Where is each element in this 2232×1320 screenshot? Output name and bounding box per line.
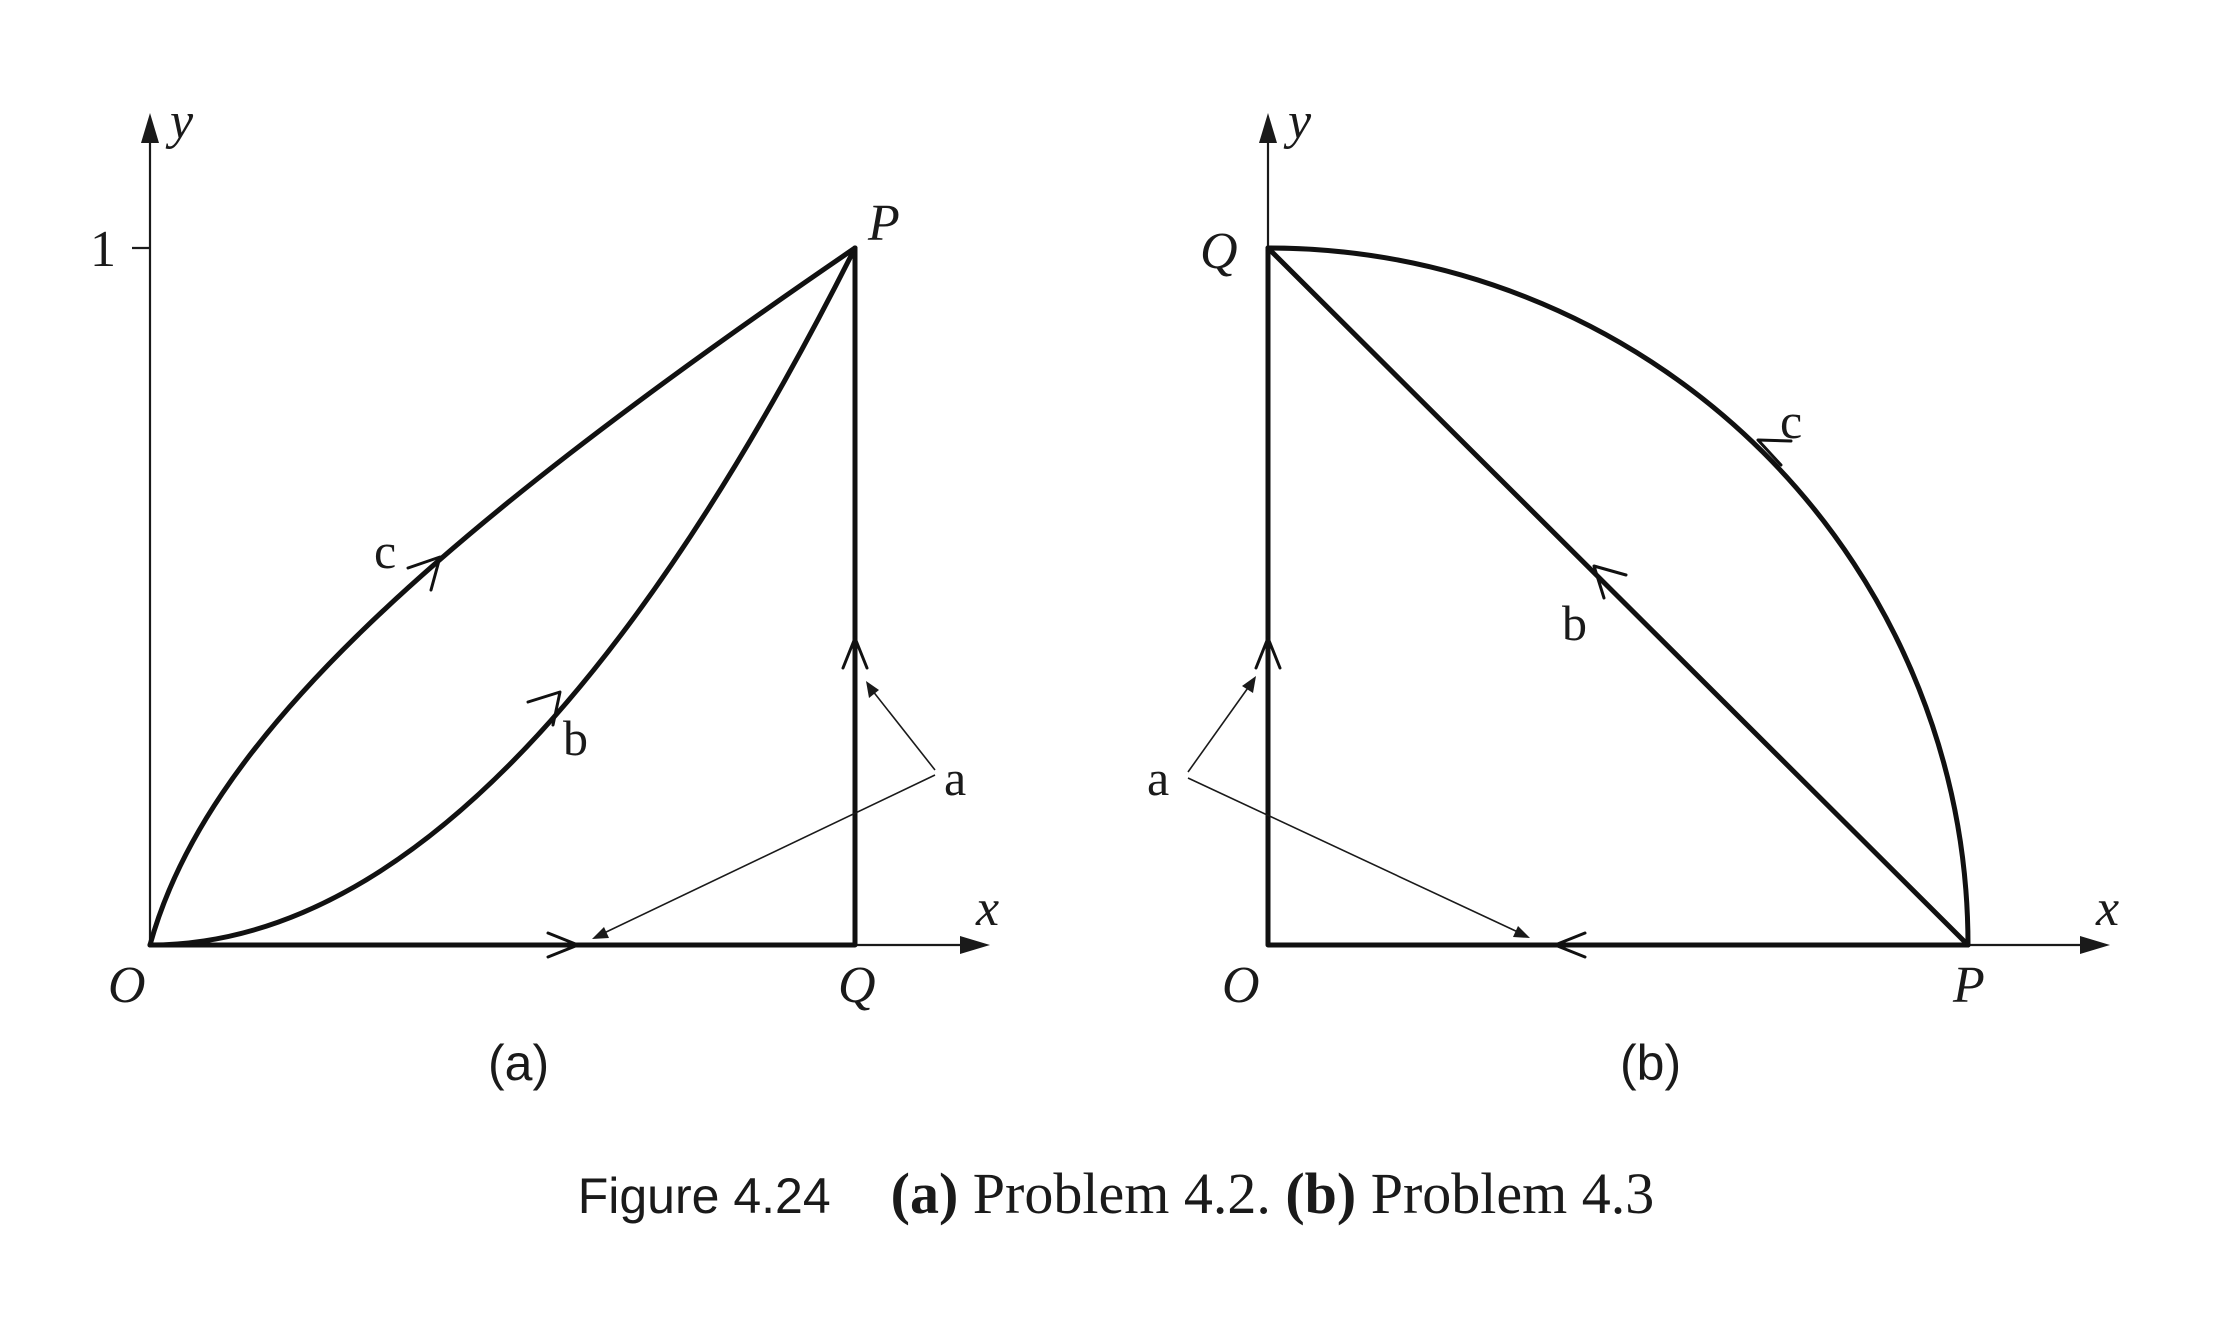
panel-a-path-a [147, 245, 858, 948]
panel-b-leader-to-vertical-arrowhead [1242, 676, 1256, 693]
panel-b-path-b [1265, 245, 1971, 948]
panel-b-path-a [1265, 245, 1971, 948]
caption-b-marker: (b) [1285, 1161, 1357, 1226]
caption-a-marker: (a) [890, 1161, 959, 1226]
panel-b-x-axis-arrowhead [2080, 936, 2110, 954]
panel-a-path-a-vertical-arrow [841, 636, 869, 670]
panel-a-x-axis-arrowhead [960, 936, 990, 954]
panel-b-path-b-arrow [1592, 564, 1628, 600]
panel-b-point-q-label: Q [1200, 223, 1238, 280]
caption-text: (a) Problem 4.2. (b) Problem 4.3 [891, 1161, 1655, 1226]
panel-b-sublabel: (b) [1620, 1035, 1681, 1091]
panel-b-leader-to-horizontal-arrowhead [1513, 926, 1530, 938]
panel-b-point-p-label: P [1952, 957, 1985, 1014]
panel-a-path-b-label: b [563, 710, 588, 766]
panel-a-point-q-label: Q [838, 957, 876, 1014]
panel-a-tick-1-label: 1 [90, 221, 116, 278]
panel-a-leader-to-vertical-arrowhead [866, 681, 879, 698]
panel-a-point-p-label: P [867, 195, 900, 252]
caption-b-text: Problem 4.3 [1356, 1161, 1655, 1226]
panel-a-path-b-arrow [526, 690, 562, 727]
panel-a-axis-y-label: y [165, 93, 194, 150]
panel-b: y x Q O P a b c (b) [1147, 93, 2119, 1091]
panel-b-path-a-vertical-arrow [1254, 636, 1282, 670]
panel-a-path-c-arrow [406, 555, 442, 592]
figure-caption: Figure 4.24 (a) Problem 4.2. (b) Problem … [0, 1160, 2232, 1227]
panel-a-leader-to-horizontal-arrowhead [592, 927, 609, 939]
panel-a-path-c-label: c [374, 523, 396, 579]
panel-b-y-axis-arrowhead [1259, 113, 1277, 143]
panel-b-point-o-label: O [1222, 957, 1260, 1014]
panel-b-leader-to-vertical [1187, 684, 1251, 773]
panel-a-path-b [147, 245, 858, 948]
panel-b-path-c-arrow [1756, 438, 1793, 467]
panel-b-path-a-label: a [1147, 750, 1169, 806]
panel-b-axis-y-label: y [1283, 93, 1312, 150]
caption-figure-number: Figure 4.24 [577, 1168, 831, 1224]
panel-a-path-a-label: a [944, 750, 966, 806]
panel-a-sublabel: (a) [488, 1035, 549, 1091]
panel-b-axis-x-label: x [2095, 880, 2119, 937]
panel-a-axis-x-label: x [975, 880, 999, 937]
panel-b-path-c-label: c [1780, 393, 1802, 449]
panel-a-point-o-label: O [108, 957, 146, 1014]
panel-b-leader-to-horizontal [1187, 777, 1521, 934]
panel-a-path-c [147, 245, 858, 948]
panel-a-leader-to-horizontal [601, 774, 936, 935]
panel-a-y-axis-arrowhead [141, 113, 159, 143]
panel-a-leader-to-vertical [871, 689, 936, 771]
panel-b-path-b-label: b [1562, 595, 1587, 651]
panel-a-path-a-horizontal-arrow [546, 931, 580, 959]
panel-a: y x 1 O Q P a b c (a) [90, 93, 999, 1091]
panel-b-path-c [1265, 245, 1971, 948]
panel-b-path-a-horizontal-arrow [1553, 931, 1587, 959]
caption-a-text: Problem 4.2. [958, 1161, 1286, 1226]
